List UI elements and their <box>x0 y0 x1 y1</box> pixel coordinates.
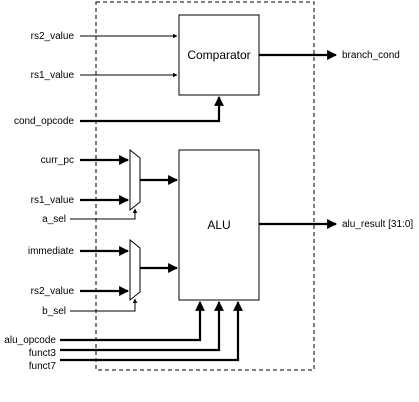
curr-pc-label: curr_pc <box>41 155 74 166</box>
branch-cond-label: branch_cond <box>342 50 400 61</box>
immediate-label: immediate <box>28 246 75 257</box>
mux-a-rs1-label: rs1_value <box>31 195 75 206</box>
funct7-wire <box>60 301 243 362</box>
a-sel-wire <box>70 208 138 220</box>
alu-opcode-wire <box>60 301 205 342</box>
mux-b-rs2-label: rs2_value <box>31 286 75 297</box>
mux-b <box>129 238 141 302</box>
funct3-label: funct3 <box>29 348 57 359</box>
comparator-rs1-label: rs1_value <box>31 70 75 81</box>
alu-label: ALU <box>207 218 230 232</box>
mux-a <box>129 148 141 212</box>
funct3-wire <box>60 301 224 352</box>
alu-block <box>178 149 260 301</box>
cond-opcode-label: cond_opcode <box>14 116 74 127</box>
funct7-label: funct7 <box>29 361 57 372</box>
comparator-label: Comparator <box>187 48 250 62</box>
cond-opcode-wire <box>80 96 224 123</box>
b-sel-label: b_sel <box>42 306 66 317</box>
a-sel-label: a_sel <box>42 214 66 225</box>
alu-result-label: alu_result [31:0] <box>342 219 413 230</box>
module-boundary <box>95 1 315 371</box>
comparator-rs2-label: rs2_value <box>31 31 75 42</box>
b-sel-wire <box>70 298 138 312</box>
alu-opcode-label: alu_opcode <box>4 335 56 346</box>
comparator-block <box>178 14 260 96</box>
